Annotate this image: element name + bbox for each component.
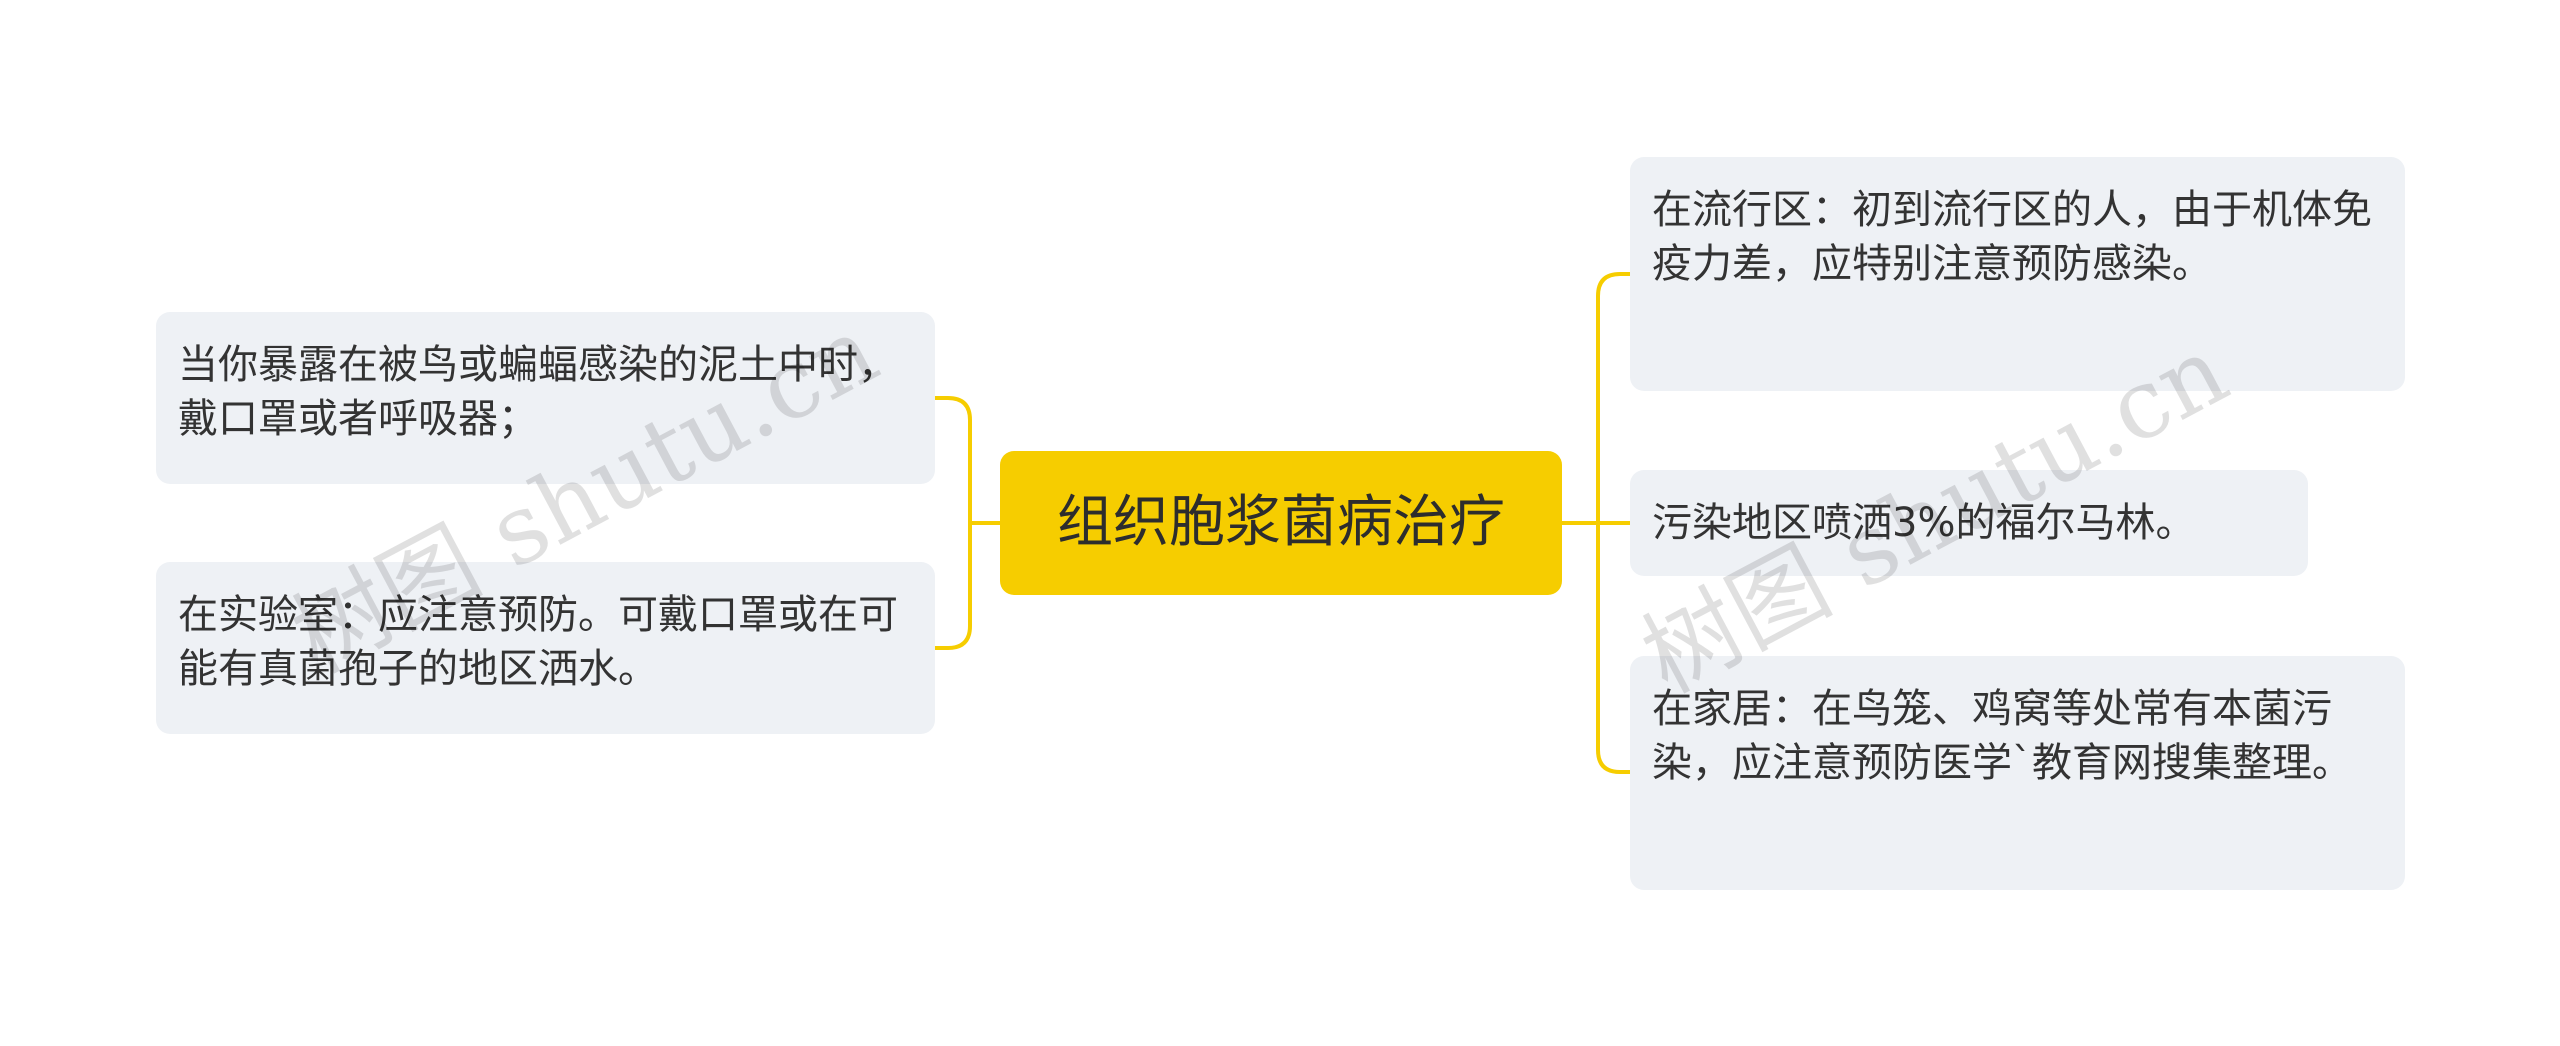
connector-left-1 <box>935 396 972 523</box>
right-node-2-text: 污染地区喷洒3%的福尔马林。 <box>1652 500 2196 546</box>
right-node-1[interactable]: 在流行区：初到流行区的人，由于机体免疫力差，应特别注意预防感染。 <box>1630 157 2405 391</box>
connector-right-1 <box>1596 272 1630 523</box>
right-node-3[interactable]: 在家居：在鸟笼、鸡窝等处常有本菌污染，应注意预防医学`教育网搜集整理。 <box>1630 656 2405 890</box>
right-node-2[interactable]: 污染地区喷洒3%的福尔马林。 <box>1630 470 2308 576</box>
left-node-2-text: 在实验室：应注意预防。可戴口罩或在可能有真菌孢子的地区洒水。 <box>178 592 898 692</box>
connector-left-2 <box>935 523 972 650</box>
central-topic[interactable]: 组织胞浆菌病治疗 <box>1000 451 1562 595</box>
right-node-1-text: 在流行区：初到流行区的人，由于机体免疫力差，应特别注意预防感染。 <box>1652 187 2372 287</box>
left-node-2[interactable]: 在实验室：应注意预防。可戴口罩或在可能有真菌孢子的地区洒水。 <box>156 562 935 734</box>
right-node-3-text: 在家居：在鸟笼、鸡窝等处常有本菌污染，应注意预防医学`教育网搜集整理。 <box>1652 686 2352 786</box>
connector-right-3 <box>1596 523 1630 774</box>
left-node-1-text: 当你暴露在被鸟或蝙蝠感染的泥土中时，戴口罩或者呼吸器； <box>178 342 898 442</box>
left-node-1[interactable]: 当你暴露在被鸟或蝙蝠感染的泥土中时，戴口罩或者呼吸器； <box>156 312 935 484</box>
central-topic-label: 组织胞浆菌病治疗 <box>1057 490 1505 555</box>
